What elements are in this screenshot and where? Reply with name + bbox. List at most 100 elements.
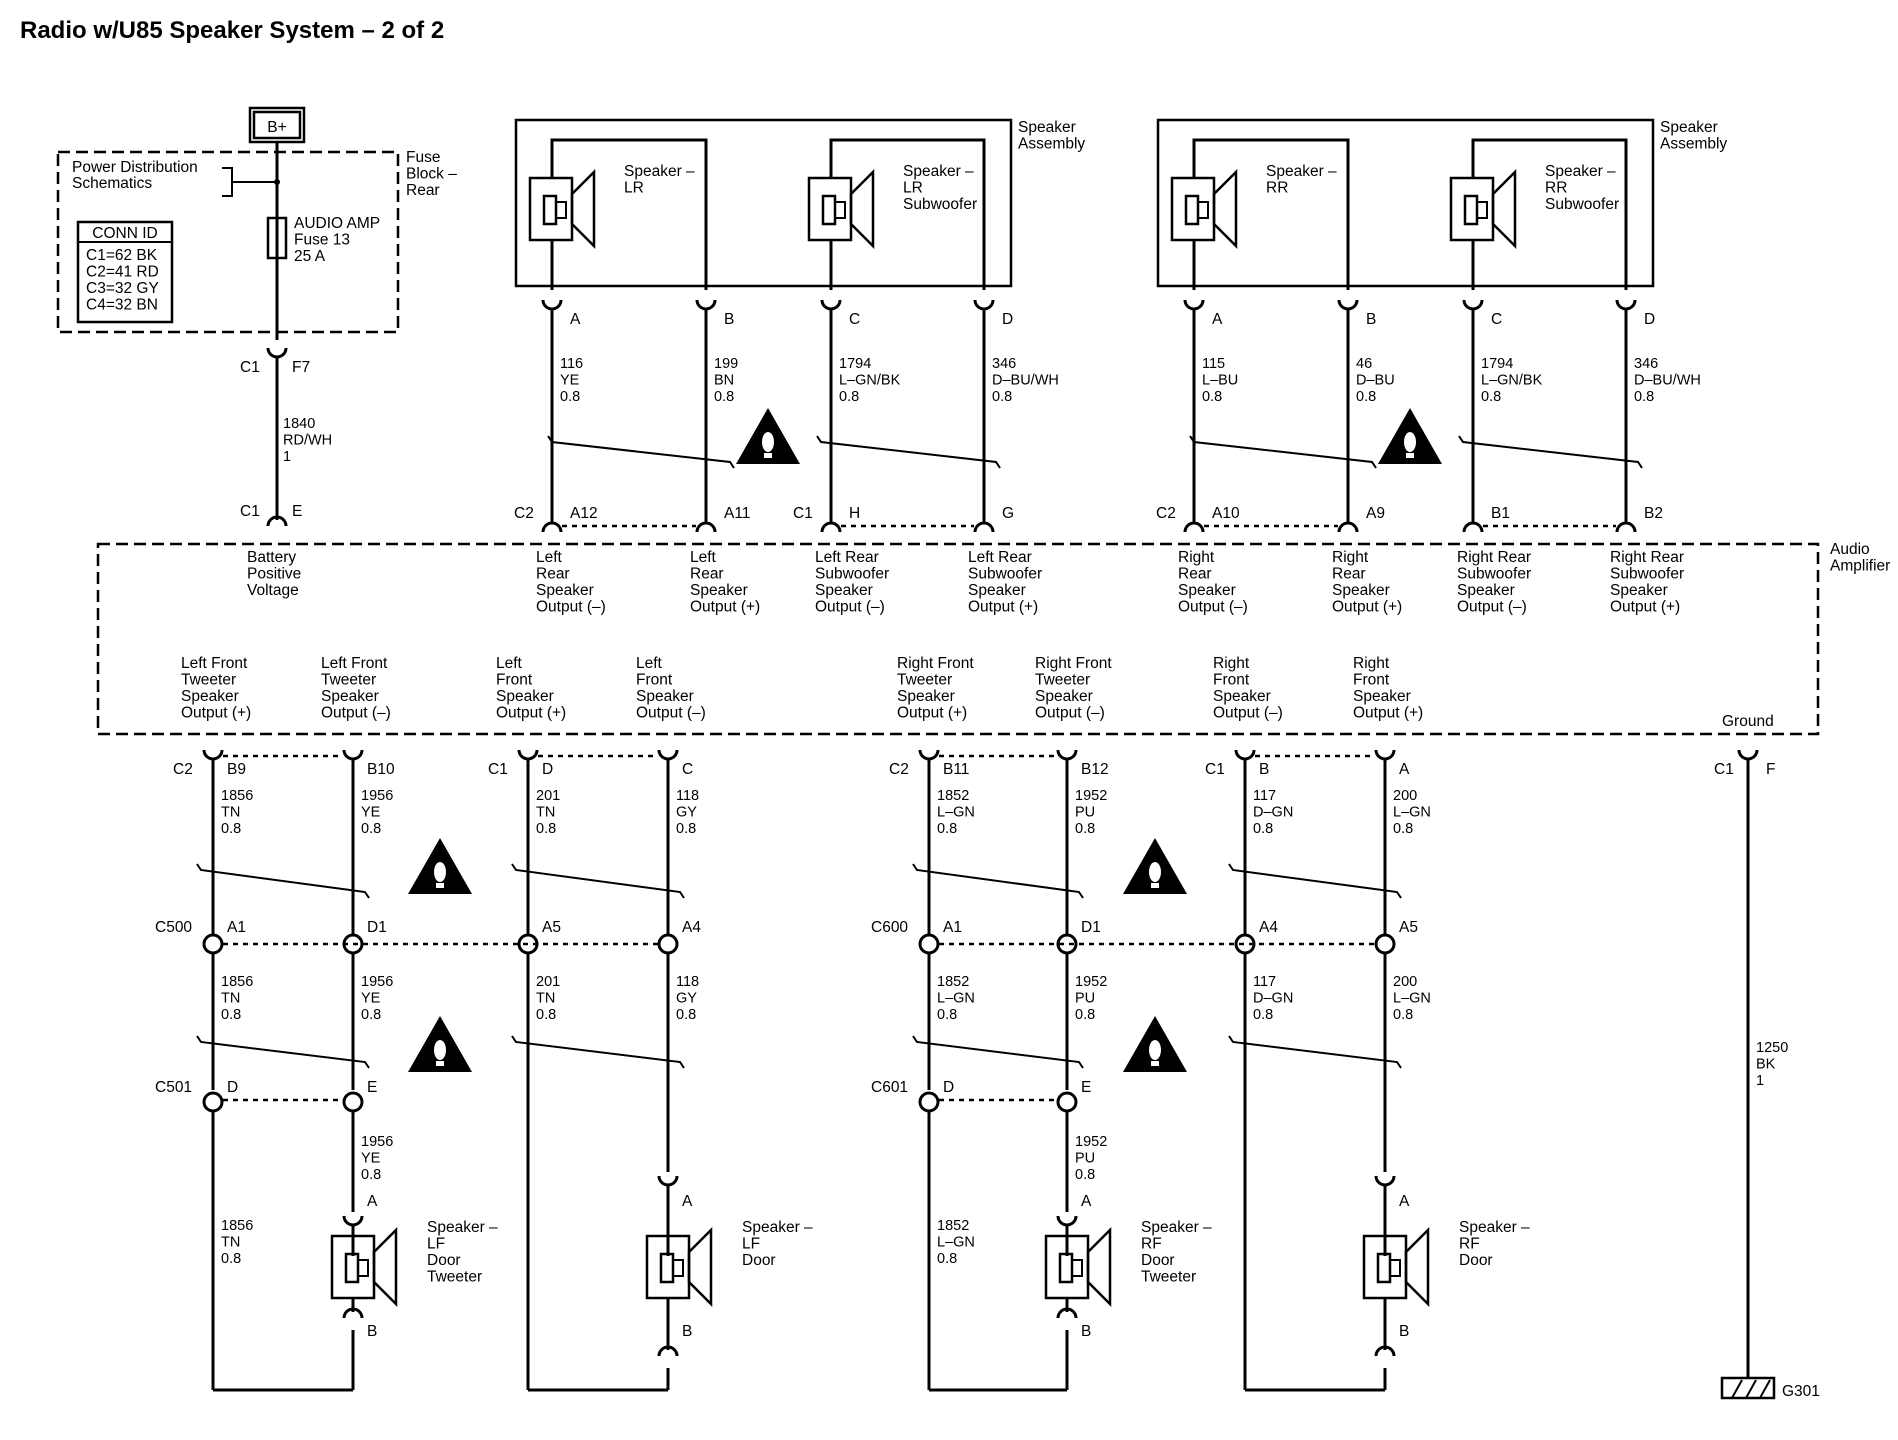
connector-label: C1 (793, 505, 813, 522)
speaker-label: Door (427, 1252, 461, 1269)
twisted-pair-marker (511, 863, 685, 899)
connector-terminal (342, 1091, 364, 1103)
ground-symbol (1720, 1376, 1776, 1400)
amp-output-label: Left Rear (815, 549, 879, 566)
speaker-coil (1390, 1259, 1401, 1277)
fuse-icon (266, 216, 288, 260)
connector-terminal (1374, 943, 1396, 955)
connector-terminal (1615, 299, 1637, 311)
pin-label: B10 (367, 761, 395, 778)
wire-label: 0.8 (361, 821, 381, 837)
warning-icon-mark (434, 1040, 446, 1060)
pin-label: H (849, 505, 860, 522)
conn-id-row: C4=32 BN (86, 297, 158, 314)
pin-label: A (1212, 311, 1223, 328)
amp-output-label: Right (1353, 655, 1390, 672)
amp-output-label: Speaker (181, 688, 239, 705)
wire-label: 0.8 (221, 821, 241, 837)
pin-label: C (682, 761, 693, 778)
pin-label: E (1081, 1079, 1091, 1096)
speaker-coil (1198, 201, 1209, 219)
fuse-label: AUDIO AMP (294, 215, 380, 232)
pds-bracket (222, 167, 233, 197)
wire-label: PU (1075, 1151, 1095, 1167)
warning-icon-mark (764, 453, 772, 458)
wire-label: D–BU (1356, 373, 1395, 389)
connector-label: C600 (871, 919, 908, 936)
wire-label: D–BU/WH (1634, 373, 1701, 389)
wire-label: 1952 (1075, 1134, 1107, 1150)
pin-label: D (542, 761, 553, 778)
pin-label: A (570, 311, 581, 328)
conn-id-row: C1=62 BK (86, 247, 158, 264)
connector-terminal (1374, 933, 1396, 945)
connector-terminal (1234, 933, 1256, 945)
amp-output-label: Speaker (636, 688, 694, 705)
connector-terminal (202, 1101, 224, 1113)
speaker-label: Tweeter (1141, 1269, 1196, 1286)
wire-label: L–GN (937, 1235, 975, 1251)
ground-hatch (1759, 1379, 1771, 1399)
page-title: Radio w/U85 Speaker System – 2 of 2 (20, 17, 444, 44)
warning-icon-mark (1151, 1061, 1159, 1066)
warning-icon-mark (1149, 862, 1161, 882)
connector-label: C1 (1714, 761, 1734, 778)
pin-label: D (1002, 311, 1013, 328)
assembly-label: Speaker (1018, 119, 1076, 136)
amp-output-label: Right Front (897, 655, 974, 672)
twisted-pair-marker (196, 863, 370, 899)
pin-label: B9 (227, 761, 246, 778)
wire-label: 118 (676, 974, 699, 990)
speaker-cone (570, 168, 596, 250)
wire-label: 0.8 (361, 1007, 381, 1023)
speaker-coil (556, 201, 567, 219)
connector-terminal (918, 943, 940, 955)
wire-label: 199 (714, 356, 738, 372)
amp-output-label: Right (1213, 655, 1250, 672)
connector-terminal (1056, 933, 1078, 945)
speaker-label: Door (1141, 1252, 1175, 1269)
pin-label: A (367, 1193, 378, 1210)
speaker-coil (1072, 1259, 1083, 1277)
wire-label: TN (221, 991, 240, 1007)
speaker-label: RR (1545, 180, 1567, 197)
speaker-coil (821, 194, 837, 226)
amp-output-label: Output (–) (815, 599, 885, 616)
connector-terminal (657, 1175, 679, 1187)
wire-label: 201 (536, 788, 560, 804)
connector-terminal (1056, 1091, 1078, 1103)
twisted-pair-marker (912, 863, 1084, 899)
wire-label: 117 (1253, 788, 1276, 804)
amp-output-label: Output (+) (496, 705, 566, 722)
amp-output-label: Output (+) (181, 705, 251, 722)
pin-label: B (1366, 311, 1376, 328)
wire-label: 0.8 (536, 1007, 556, 1023)
amp-output-label: Front (636, 672, 673, 689)
speaker-cone (1212, 168, 1238, 250)
wire-label: TN (536, 991, 555, 1007)
speaker-coil (1058, 1252, 1074, 1284)
wire-label: 0.8 (221, 1251, 241, 1267)
ground-point-label: G301 (1782, 1383, 1820, 1400)
fuse-block-label: Block – (406, 166, 457, 183)
twisted-pair-marker (511, 1035, 685, 1069)
connector-terminal (517, 749, 539, 761)
wire-label: L–GN (1393, 805, 1431, 821)
connector-terminal (1183, 521, 1205, 533)
speaker-label: Subwoofer (903, 196, 977, 213)
wire-label: 1250 (1756, 1040, 1788, 1056)
wire-label: L–BU (1202, 373, 1238, 389)
connector-terminal (695, 299, 717, 311)
amp-output-label: Speaker (1353, 688, 1411, 705)
wire-label: TN (221, 1235, 240, 1251)
amp-output-label: Speaker (690, 582, 748, 599)
splice (274, 179, 280, 185)
wire-label: 1956 (361, 1134, 393, 1150)
wire (1192, 138, 1350, 290)
amp-output-label: Speaker (1457, 582, 1515, 599)
amp-output-label: Rear (536, 566, 570, 583)
wire-label: YE (361, 991, 381, 1007)
speaker-cone (687, 1226, 713, 1308)
connector-terminal (202, 749, 224, 761)
connector-terminal (657, 749, 679, 761)
